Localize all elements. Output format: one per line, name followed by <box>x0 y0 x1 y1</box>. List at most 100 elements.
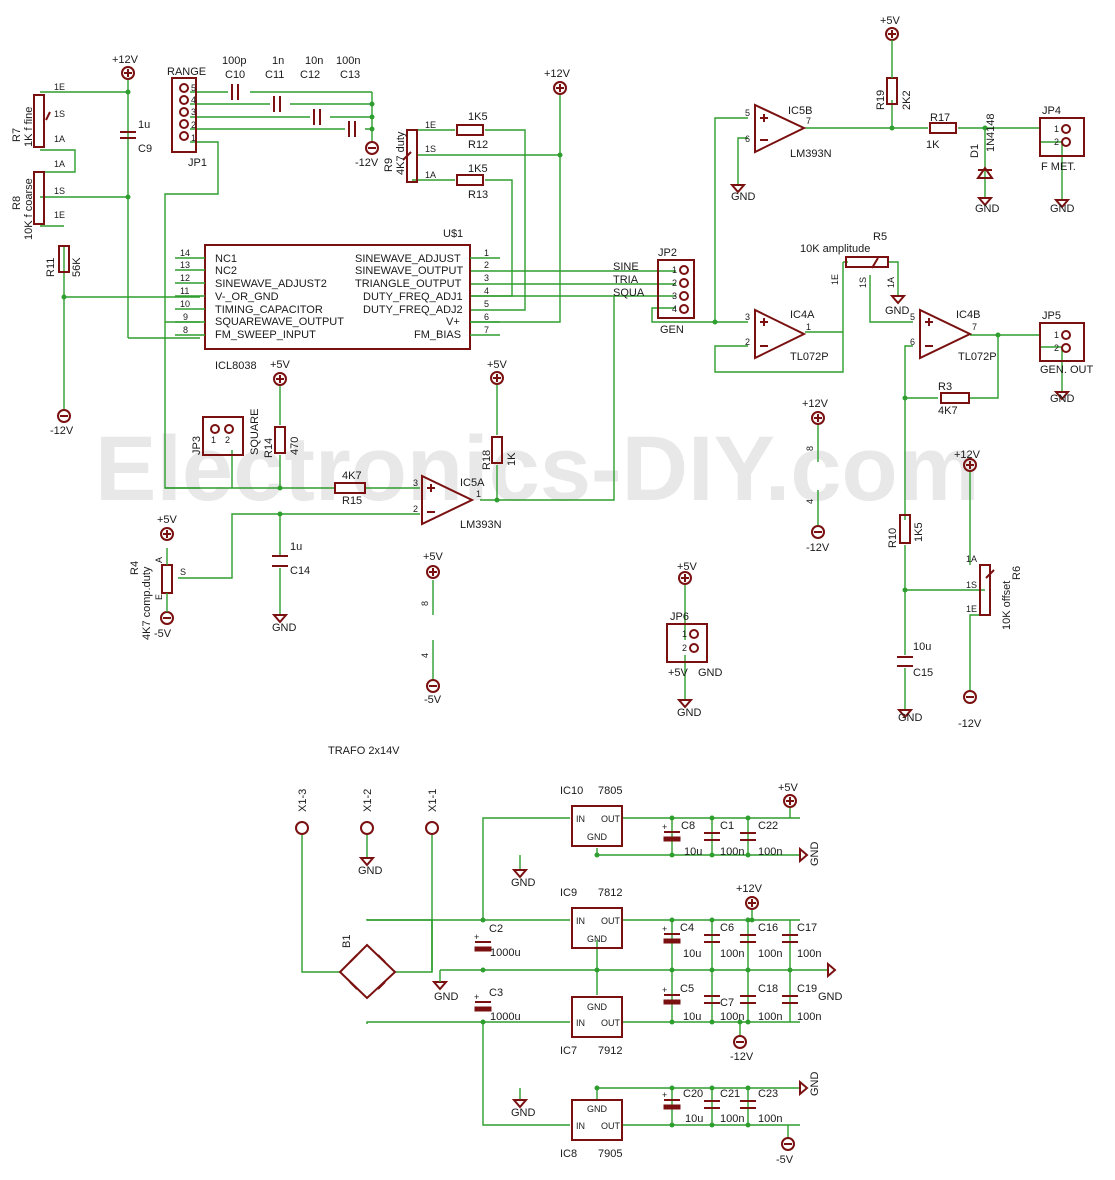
opamp-ic4b: IC4B TL072P 5 6 7 <box>910 308 997 363</box>
svg-text:IC7: IC7 <box>560 1045 577 1057</box>
svg-text:TRIA: TRIA <box>613 274 639 286</box>
gnd-d: GND <box>885 295 910 317</box>
svg-text:4K7: 4K7 <box>342 470 362 482</box>
svg-text:10K offset: 10K offset <box>1001 581 1013 630</box>
diode-d1: D1 1N4148 <box>969 113 997 179</box>
svg-text:C1: C1 <box>720 820 734 832</box>
svg-text:5: 5 <box>484 299 489 309</box>
svg-text:1: 1 <box>476 489 481 499</box>
svg-text:SINE: SINE <box>613 261 639 273</box>
svg-text:JP4: JP4 <box>1042 105 1061 117</box>
svg-text:4K7 comp.duty: 4K7 comp.duty <box>141 566 153 640</box>
svg-text:4: 4 <box>420 653 430 658</box>
gnd-j: GND <box>511 869 536 889</box>
supply-p12-c: +12V <box>802 398 829 425</box>
svg-text:C4: C4 <box>680 922 694 934</box>
svg-text:R9: R9 <box>383 158 395 172</box>
ic-power-pins: 8 4 8 4 <box>420 446 815 658</box>
gnd-c: GND <box>1050 199 1075 215</box>
svg-text:5: 5 <box>191 83 196 93</box>
resistor-r12: 1K5 R12 <box>456 111 488 151</box>
connector-jp6: JP6 +5V GND 1 2 <box>666 611 723 679</box>
svg-text:R3: R3 <box>938 381 952 393</box>
svg-text:R4: R4 <box>129 561 141 575</box>
supply-p5-c: +5V <box>487 359 508 385</box>
svg-text:GND: GND <box>1050 203 1075 215</box>
svg-text:-5V: -5V <box>424 694 442 706</box>
svg-text:IC4A: IC4A <box>790 309 815 321</box>
svg-text:GND: GND <box>809 1072 821 1097</box>
gnd-o: GND <box>799 1072 821 1097</box>
svg-text:S: S <box>180 567 186 577</box>
svg-text:C3: C3 <box>489 987 503 999</box>
svg-text:4K7: 4K7 <box>938 405 958 417</box>
svg-text:GND: GND <box>587 832 608 842</box>
svg-text:100n: 100n <box>797 948 821 960</box>
regulator-ic10: IC10 7805 IN OUT GND <box>560 785 623 847</box>
supply-p12-e: +12V <box>736 883 763 910</box>
svg-text:SINEWAVE_ADJUST: SINEWAVE_ADJUST <box>355 253 461 265</box>
svg-text:C21: C21 <box>720 1088 740 1100</box>
supply-n12-a: -12V <box>50 409 74 437</box>
svg-text:-12V: -12V <box>806 542 830 554</box>
svg-text:C16: C16 <box>758 922 778 934</box>
svg-text:1S: 1S <box>54 186 65 196</box>
svg-text:2: 2 <box>745 337 750 347</box>
pot-r8: R8 10K f coarse 1A 1S 1E <box>11 159 65 240</box>
svg-text:+: + <box>662 1090 667 1100</box>
svg-text:+12V: +12V <box>802 398 829 410</box>
svg-text:TL072P: TL072P <box>790 351 829 363</box>
supply-symbols: +12V +12V +12V +12V +12V +5V +5V +5V +5V… <box>50 15 1075 1166</box>
svg-text:1: 1 <box>672 265 677 275</box>
supply-p5-f: +5V <box>677 561 698 585</box>
svg-text:8: 8 <box>183 325 188 335</box>
gnd-e: GND <box>1050 391 1075 405</box>
pot-r7: R7 1K f fine 1E 1S 1A <box>11 82 65 148</box>
svg-text:IC8: IC8 <box>560 1148 577 1160</box>
svg-text:SINEWAVE_ADJUST2: SINEWAVE_ADJUST2 <box>215 278 327 290</box>
svg-text:2: 2 <box>1054 137 1059 147</box>
svg-text:ICL8038: ICL8038 <box>215 360 257 372</box>
gnd-m: GND <box>818 961 843 1003</box>
svg-text:R12: R12 <box>468 139 488 151</box>
resistor-r10: R10 1K5 <box>887 514 925 548</box>
svg-text:GND: GND <box>975 203 1000 215</box>
svg-text:5: 5 <box>745 108 750 118</box>
regulator-ic7: IC7 7912 GND IN OUT <box>560 996 623 1057</box>
gnd-k: GND <box>799 842 821 866</box>
capacitor-c9: 1u C9 <box>120 119 152 155</box>
svg-text:1A: 1A <box>966 554 977 564</box>
capacitor-c15: 10u C15 <box>897 641 933 679</box>
svg-text:IC5A: IC5A <box>460 477 485 489</box>
svg-text:1: 1 <box>1054 330 1059 340</box>
wires <box>40 80 1063 1138</box>
svg-text:C6: C6 <box>720 922 734 934</box>
svg-text:-5V: -5V <box>776 1154 794 1166</box>
svg-text:IN: IN <box>576 1121 585 1131</box>
svg-text:C23: C23 <box>758 1088 778 1100</box>
svg-text:1K f fine: 1K f fine <box>23 107 35 147</box>
svg-text:10: 10 <box>180 299 190 309</box>
svg-text:1E: 1E <box>966 604 977 614</box>
supply-p5-a: +5V <box>880 15 901 41</box>
svg-text:100n: 100n <box>797 1011 821 1023</box>
svg-text:C19: C19 <box>797 983 817 995</box>
svg-text:+: + <box>662 822 667 832</box>
caps-m5v: + C20 10u C21 100n C23 100n <box>662 1088 782 1125</box>
svg-text:JP1: JP1 <box>188 157 207 169</box>
svg-text:SQUAREWAVE_OUTPUT: SQUAREWAVE_OUTPUT <box>215 316 344 328</box>
supply-n5-a: -5V <box>154 611 174 640</box>
svg-text:IN: IN <box>576 1018 585 1028</box>
svg-text:7912: 7912 <box>598 1045 622 1057</box>
svg-text:1K5: 1K5 <box>468 163 488 175</box>
svg-text:14: 14 <box>180 248 190 258</box>
svg-text:IC4B: IC4B <box>956 309 980 321</box>
svg-text:6: 6 <box>484 312 489 322</box>
svg-text:IC9: IC9 <box>560 887 577 899</box>
opamp-ic5a: IC5A LM393N 3 2 1 <box>413 474 502 531</box>
svg-text:1S: 1S <box>966 580 977 590</box>
svg-text:3: 3 <box>745 312 750 322</box>
trafo-label: TRAFO 2x14V <box>328 745 400 757</box>
svg-text:GND: GND <box>1050 393 1075 405</box>
